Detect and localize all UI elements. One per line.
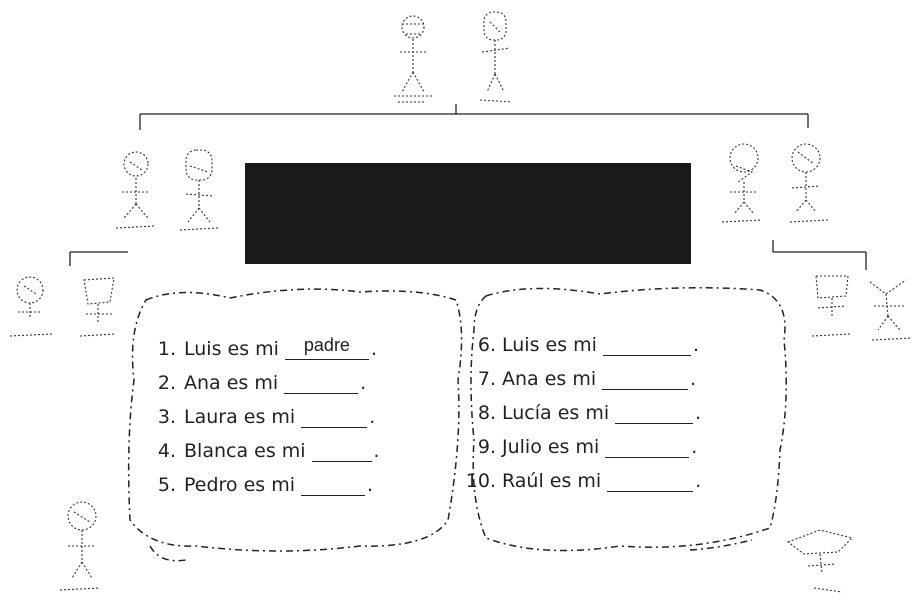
end-mark: . xyxy=(692,334,699,356)
brother-figure xyxy=(806,270,860,350)
figure-sketch-icon xyxy=(811,275,851,337)
figure-sketch-icon xyxy=(721,143,763,223)
answer-blank[interactable] xyxy=(301,473,366,496)
exercise-list-left: 1. Luis es mi padre . 2. Ana es mi . 3. … xyxy=(140,326,380,496)
item-number: 1. xyxy=(157,338,176,360)
answer-blank[interactable] xyxy=(311,439,372,462)
item-number: 3. xyxy=(157,406,176,428)
exercise-item: 3. Laura es mi . xyxy=(140,394,380,428)
figure-sketch-icon xyxy=(115,151,155,229)
item-phrase: Laura es mi xyxy=(184,406,296,428)
end-mark: . xyxy=(367,474,374,496)
right-bubble-outline xyxy=(470,287,787,552)
figure-sketch-icon xyxy=(479,11,513,103)
grandfather-figure xyxy=(388,12,438,107)
item-number: 2. xyxy=(157,372,176,394)
figure-sketch-icon xyxy=(869,279,913,341)
end-mark: . xyxy=(691,436,698,458)
answer-blank[interactable] xyxy=(301,405,368,428)
answer-blank[interactable] xyxy=(615,401,694,424)
item-number: 7. xyxy=(477,368,496,390)
self-figure-left xyxy=(52,496,112,596)
exercise-item: 9. Julio es mi . xyxy=(462,424,701,458)
item-number: 9. xyxy=(477,436,496,458)
exercise-item: 10. Raúl es mi . xyxy=(462,458,701,492)
item-phrase: Ana es mi xyxy=(184,372,279,394)
figure-sketch-icon xyxy=(789,143,829,223)
end-mark: . xyxy=(695,470,702,492)
answer-blank[interactable] xyxy=(602,333,691,356)
sister-figure xyxy=(862,272,920,352)
answer-blank[interactable]: padre xyxy=(284,335,369,360)
item-phrase: Julio es mi xyxy=(502,436,600,458)
exercise-item: 1. Luis es mi padre . xyxy=(140,326,380,360)
exercise-item: 4. Blanca es mi . xyxy=(140,428,380,462)
item-phrase: Raúl es mi xyxy=(502,470,602,492)
exercise-item: 5. Pedro es mi . xyxy=(140,462,380,496)
grandmother-figure xyxy=(472,8,522,108)
end-mark: . xyxy=(370,338,377,360)
exercise-item: 7. Ana es mi . xyxy=(462,356,701,390)
item-phrase: Luis es mi xyxy=(184,338,279,360)
father-figure xyxy=(716,136,772,230)
end-mark: . xyxy=(373,440,380,462)
answer-blank[interactable] xyxy=(605,435,690,458)
figure-sketch-icon xyxy=(394,15,432,103)
item-number: 8. xyxy=(477,402,496,424)
end-mark: . xyxy=(369,406,376,428)
mother-figure xyxy=(780,136,836,230)
cousin-figure xyxy=(6,272,62,352)
answer-text: padre xyxy=(303,335,350,355)
self-figure-right xyxy=(780,520,860,600)
end-mark: . xyxy=(695,402,702,424)
answer-blank[interactable] xyxy=(607,469,694,492)
item-phrase: Lucía es mi xyxy=(502,402,610,424)
figure-sketch-icon xyxy=(786,529,854,593)
figure-sketch-icon xyxy=(9,276,53,337)
uncle-figure xyxy=(110,148,162,238)
item-phrase: Pedro es mi xyxy=(184,474,296,496)
item-phrase: Luis es mi xyxy=(502,334,597,356)
item-number: 4. xyxy=(157,440,176,462)
end-mark: . xyxy=(360,372,367,394)
answer-blank[interactable] xyxy=(602,367,689,390)
figure-sketch-icon xyxy=(59,501,101,591)
exercise-list-right: 6. Luis es mi . 7. Ana es mi . 8. Lucía … xyxy=(462,322,701,492)
figure-sketch-icon xyxy=(179,149,219,231)
redacted-title-box xyxy=(245,163,691,264)
cousin-figure-2 xyxy=(74,272,124,352)
figure-sketch-icon xyxy=(79,277,117,337)
end-mark: . xyxy=(690,368,697,390)
item-phrase: Blanca es mi xyxy=(184,440,306,462)
exercise-item: 6. Luis es mi . xyxy=(462,322,701,356)
item-phrase: Ana es mi xyxy=(502,368,597,390)
aunt-figure xyxy=(172,148,228,238)
exercise-item: 2. Ana es mi . xyxy=(140,360,380,394)
item-number: 10. xyxy=(465,470,496,492)
item-number: 5. xyxy=(157,474,176,496)
answer-blank[interactable] xyxy=(284,371,359,394)
exercise-item: 8. Lucía es mi . xyxy=(462,390,701,424)
item-number: 6. xyxy=(477,334,496,356)
